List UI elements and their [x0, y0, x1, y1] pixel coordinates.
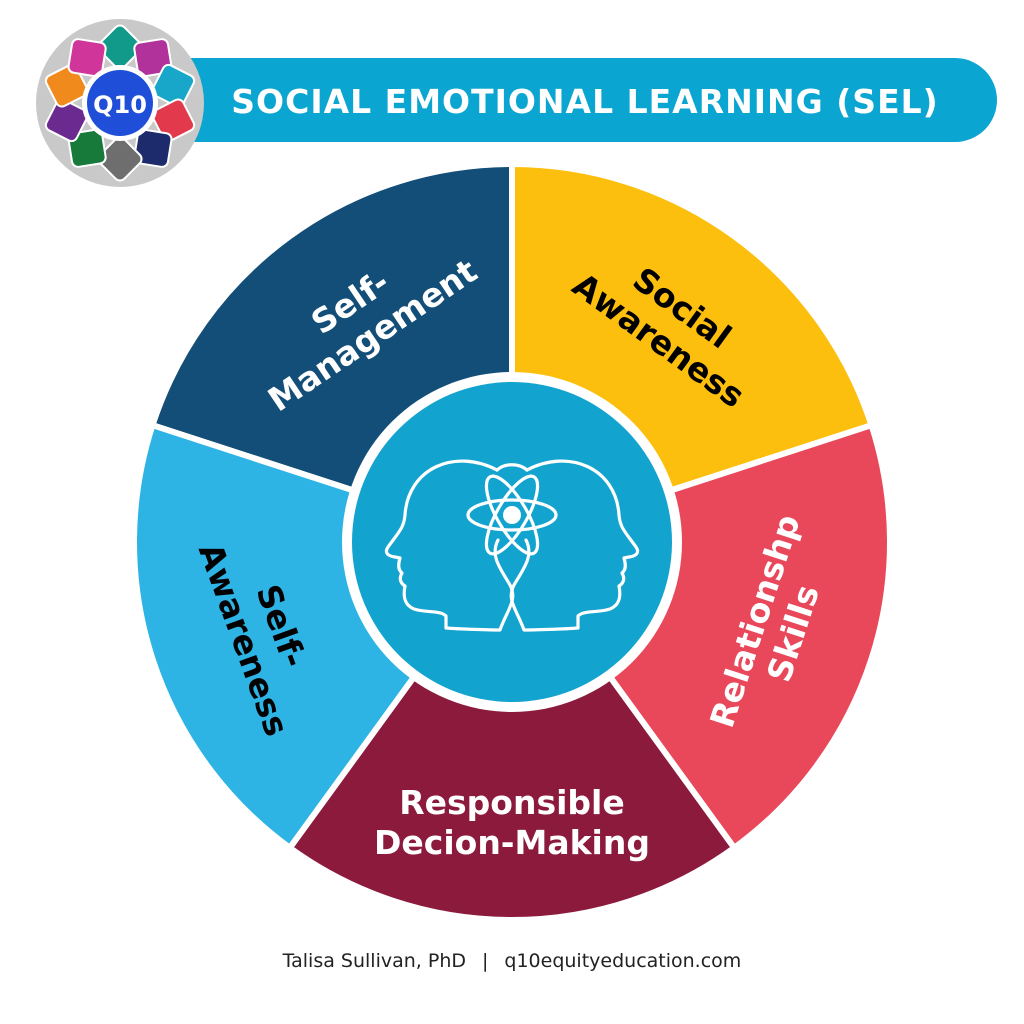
logo-petal — [97, 136, 143, 182]
segment-label-line: Decion-Making — [374, 823, 650, 862]
footer: Talisa Sullivan, PhD | q10equityeducation.… — [0, 950, 1024, 972]
logo-center — [87, 70, 153, 136]
logo-text: Q10 — [93, 91, 147, 119]
logo-petal — [151, 63, 196, 108]
logo-petal — [97, 24, 143, 70]
logo-petal — [44, 63, 89, 108]
two-heads-atom-icon — [384, 459, 640, 632]
atom-nucleus — [503, 506, 521, 524]
header-banner: SOCIAL EMOTIONAL LEARNING (SEL) — [150, 58, 997, 142]
footer-website[interactable]: q10equityeducation.com — [504, 950, 742, 972]
center-hub — [342, 372, 682, 712]
logo-petals — [36, 19, 204, 187]
logo-petal — [44, 98, 89, 143]
logo-petal — [133, 128, 173, 168]
segment-responsible-decision-making — [285, 536, 739, 924]
logo-petal — [67, 38, 107, 78]
segment-label-line: Responsible — [399, 783, 625, 822]
footer-author: Talisa Sullivan, PhD — [282, 950, 466, 972]
footer-separator: | — [482, 950, 489, 972]
logo-petal — [67, 128, 107, 168]
logo-petal — [151, 98, 196, 143]
banner-background — [150, 58, 997, 142]
page-title: SOCIAL EMOTIONAL LEARNING (SEL) — [231, 82, 938, 121]
logo-petal — [133, 38, 173, 78]
q10-logo: Q10 — [36, 19, 204, 187]
